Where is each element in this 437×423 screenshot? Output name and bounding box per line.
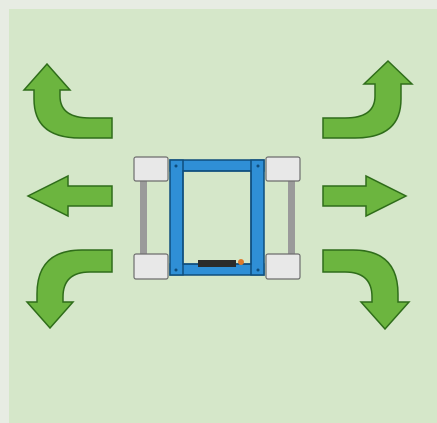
robot-chassis-top-view-icon xyxy=(133,156,301,280)
front-left-wheel xyxy=(133,156,169,182)
arrow-left-icon xyxy=(26,174,113,218)
frame-left-beam xyxy=(169,159,184,276)
curved-arrow-down-left-icon xyxy=(25,249,113,330)
rear-left-wheel xyxy=(133,253,169,280)
curved-arrow-down-right-icon xyxy=(322,249,411,331)
arrow-right-icon xyxy=(322,174,408,218)
left-side-rail xyxy=(140,178,147,256)
front-right-wheel xyxy=(265,156,301,182)
curved-arrow-up-left-icon xyxy=(22,62,113,139)
rear-right-wheel xyxy=(265,253,301,280)
curved-arrow-up-right-icon xyxy=(322,59,414,139)
frame-right-beam xyxy=(250,159,265,276)
diagram-background xyxy=(9,9,437,423)
orange-connector xyxy=(238,259,244,265)
rear-electronics xyxy=(198,260,236,267)
frame-front-beam xyxy=(169,159,265,172)
right-side-rail xyxy=(288,178,295,256)
